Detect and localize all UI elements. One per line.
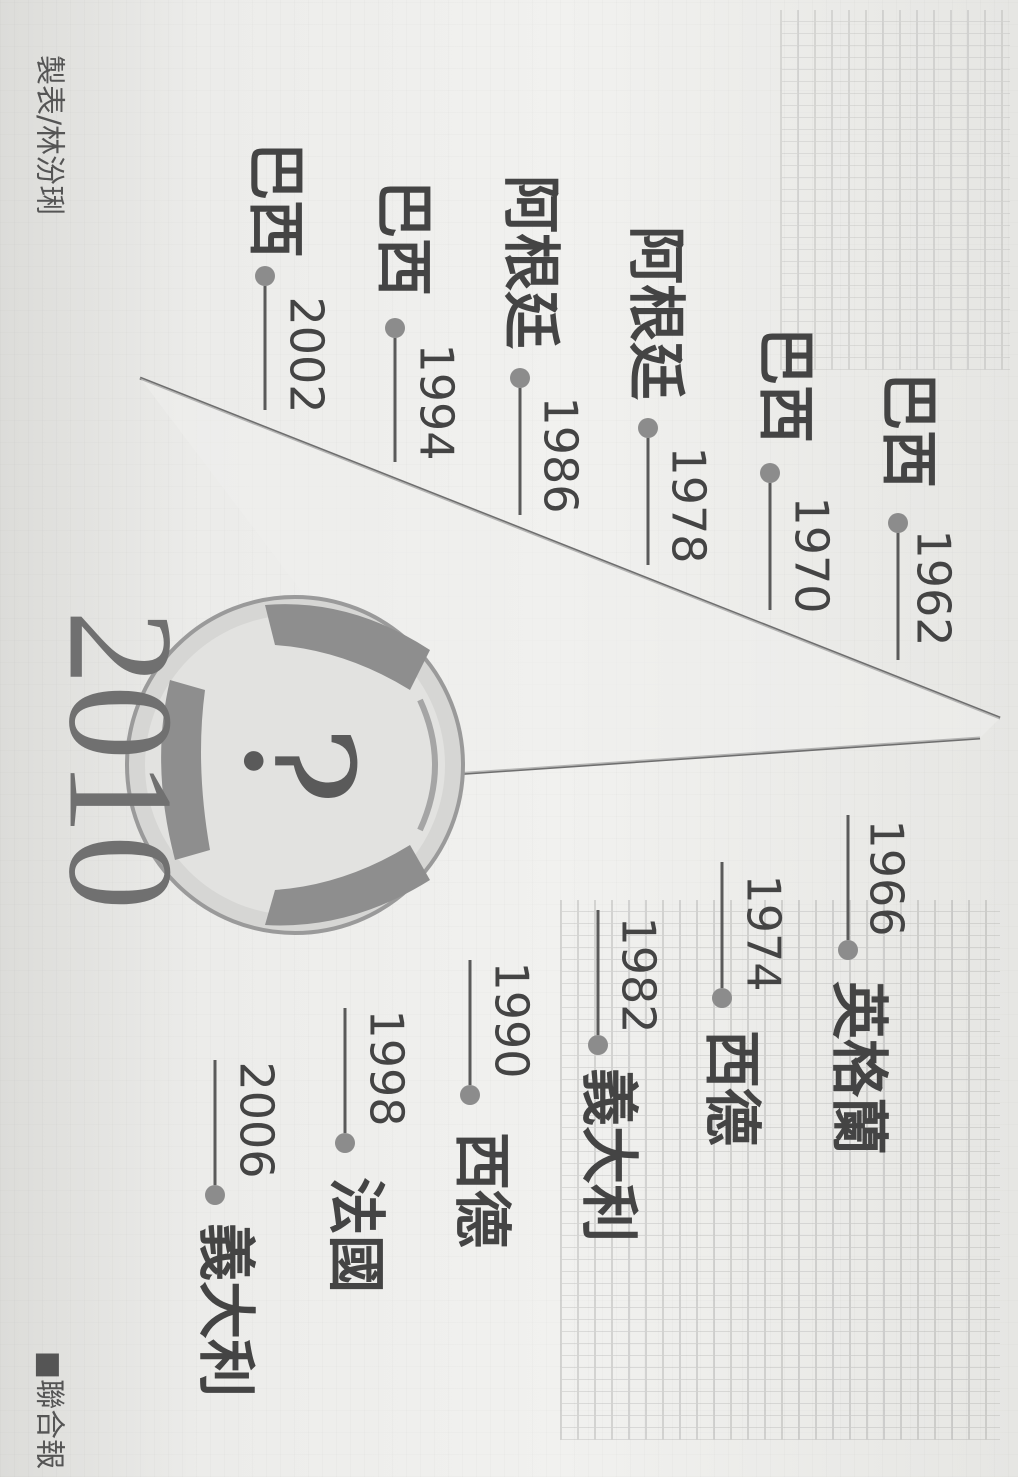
timeline-dot xyxy=(588,1035,608,1055)
year-label: 1994 xyxy=(410,343,464,460)
bleed-through-text xyxy=(780,10,1010,370)
lower-entry-1982: 1982 義大利 xyxy=(575,910,666,1242)
country-label: 西德 xyxy=(698,1030,766,1146)
year-label: 1982 xyxy=(612,916,666,1033)
lower-entry-1990: 1990 西德 xyxy=(448,960,539,1248)
lower-entry-1974: 1974 西德 xyxy=(698,862,791,1146)
timeline-dot xyxy=(335,1133,355,1153)
upper-entry-1970: 1970 巴西 xyxy=(752,327,839,614)
year-label: 1986 xyxy=(534,396,588,513)
year-label: 1990 xyxy=(485,961,539,1078)
timeline-dot xyxy=(888,513,908,533)
timeline-dot xyxy=(712,988,732,1008)
year-label: 1998 xyxy=(360,1009,414,1126)
upper-entry-1978: 1978 阿根廷 xyxy=(622,226,716,565)
year-label: 1978 xyxy=(662,446,716,563)
year-label: 2006 xyxy=(230,1061,284,1178)
country-label: 巴西 xyxy=(242,142,310,258)
year-label: 1962 xyxy=(907,529,961,646)
country-label: 巴西 xyxy=(370,180,438,296)
country-label: 阿根廷 xyxy=(622,226,690,400)
upper-entry-1962: 1962 巴西 xyxy=(875,372,961,660)
upper-entry-1986: 1986 阿根廷 xyxy=(497,175,588,515)
country-label: 義大利 xyxy=(575,1068,643,1242)
lower-entry-1998: 1998 法國 xyxy=(322,1008,414,1293)
country-label: 巴西 xyxy=(875,372,943,488)
timeline-dot xyxy=(638,418,658,438)
big-year-2010: 2010 xyxy=(38,610,204,910)
year-label: 1966 xyxy=(860,819,914,936)
year-label: 1970 xyxy=(785,496,839,613)
country-label: 英格蘭 xyxy=(825,981,893,1155)
timeline-dot xyxy=(460,1085,480,1105)
country-label: 巴西 xyxy=(752,327,820,443)
source-text: ■聯合報 xyxy=(32,1351,67,1469)
credit-text: 製表/林汾琍 xyxy=(32,55,67,215)
lower-entries: 1966 英格蘭 1974 西德 1982 義大利 1990 西德 1998 法… xyxy=(192,815,914,1397)
timeline-dot xyxy=(760,463,780,483)
timeline-dot xyxy=(205,1185,225,1205)
question-mark: ? xyxy=(210,725,384,805)
soccer-ball-icon xyxy=(125,595,465,935)
timeline-dot xyxy=(385,318,405,338)
upper-entry-2002: 2002 巴西 xyxy=(242,142,334,414)
country-label: 義大利 xyxy=(192,1223,260,1397)
year-label: 1974 xyxy=(737,874,791,991)
timeline-dot xyxy=(255,266,275,286)
lower-entry-1966: 1966 英格蘭 xyxy=(825,815,914,1155)
year-label: 2002 xyxy=(280,296,334,413)
country-label: 阿根廷 xyxy=(497,175,565,349)
funnel-fill xyxy=(140,378,1000,775)
bleed-through-text xyxy=(560,900,1000,1440)
timeline-dot xyxy=(838,940,858,960)
upper-entry-1994: 1994 巴西 xyxy=(370,180,464,462)
timeline-dot xyxy=(510,368,530,388)
country-label: 法國 xyxy=(322,1177,390,1293)
upper-entries: 1962 巴西 1970 巴西 1978 阿根廷 1986 阿根廷 1994 巴… xyxy=(242,142,961,660)
lower-entry-2006: 2006 義大利 xyxy=(192,1060,284,1397)
country-label: 西德 xyxy=(448,1132,516,1248)
